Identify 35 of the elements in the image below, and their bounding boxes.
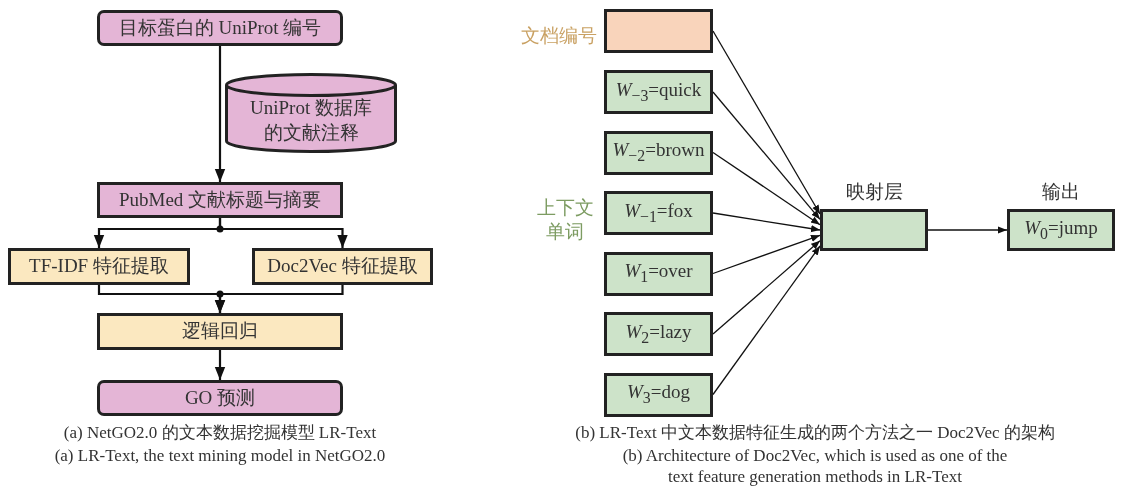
- heading-label: 映射层: [845, 182, 903, 203]
- heading-label: 输出: [1042, 182, 1080, 203]
- arrow: [712, 151, 821, 226]
- arrow: [214, 350, 226, 380]
- arrow: [927, 226, 1008, 234]
- process-box: 逻辑回归: [97, 313, 343, 350]
- caption: (a) NetGO2.0 的文本数据挖掘模型 LR-Text: [62, 422, 378, 444]
- arrow: [214, 46, 226, 182]
- word-box: W$_{−1}$=fox: [604, 191, 713, 235]
- database-cylinder: [225, 73, 397, 153]
- caption: (a) LR-Text, the text mining model in NetGO2.0: [53, 445, 387, 467]
- word-box: W$_{−2}$=brown: [604, 130, 713, 175]
- arrow: [218, 218, 348, 248]
- process-box: TF-IDF 特征提取: [8, 248, 190, 285]
- process-box: PubMed 文献标题与摘要: [97, 182, 343, 218]
- process-box: GO 预测: [97, 380, 343, 416]
- arrow: [712, 212, 821, 233]
- arrow: [712, 234, 821, 275]
- word-box: W$_{3}$=dog: [604, 372, 713, 417]
- word-box: W$_{−3}$=quick: [604, 70, 713, 114]
- arrow: [712, 245, 821, 396]
- word-box: W$_{1}$=over: [604, 251, 713, 296]
- heading-label: 文档编号: [521, 26, 597, 47]
- process-box: 目标蛋白的 UniProt 编号: [97, 10, 343, 46]
- group-label: 上下文单词: [535, 196, 595, 244]
- arrow: [712, 240, 821, 335]
- word-box: W$_{2}$=lazy: [604, 312, 713, 356]
- node-label: W$_{0}$=jump: [1024, 217, 1098, 243]
- arrow: [712, 91, 821, 220]
- process-box: Doc2Vec 特征提取: [252, 248, 433, 285]
- arrow: [214, 285, 344, 313]
- caption: (b) Architecture of Doc2Vec, which is used as one of the text feature generation methods in LR-Text: [621, 445, 1009, 488]
- caption: (b) LR-Text 中文本数据特征生成的两个方法之一 Doc2Vec 的架构: [574, 422, 1056, 444]
- database-label: UniProt 数据库的文献注释: [249, 96, 373, 145]
- arrow: [712, 30, 821, 215]
